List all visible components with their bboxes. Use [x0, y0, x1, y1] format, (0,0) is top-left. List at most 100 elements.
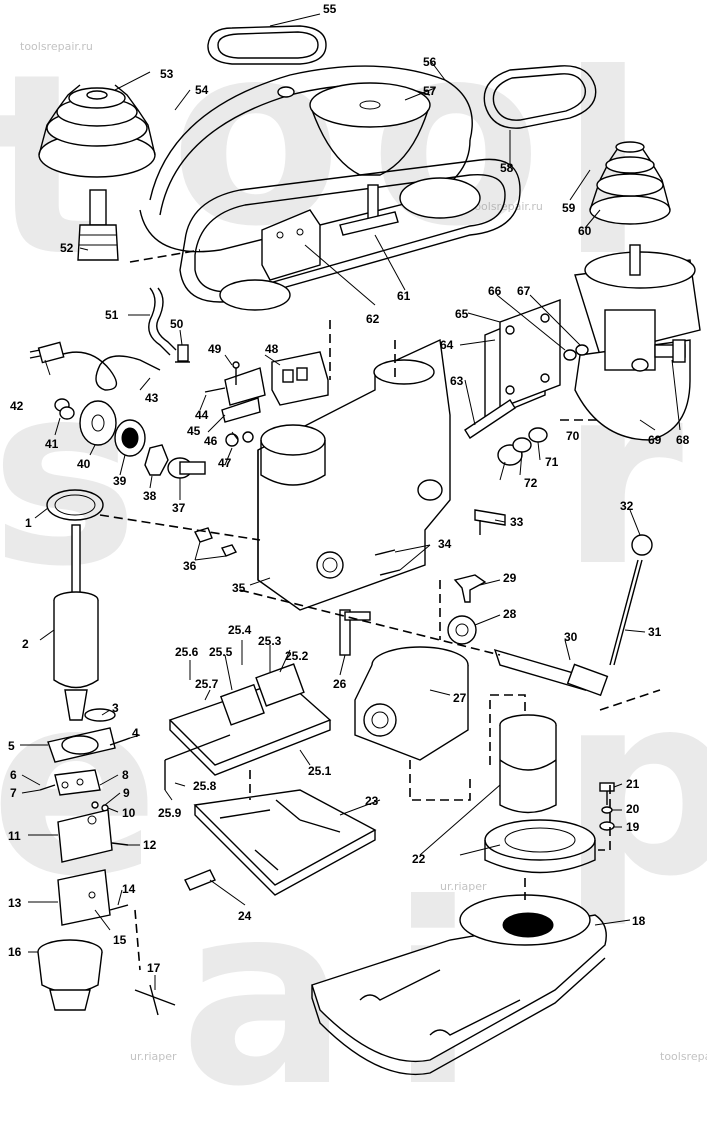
callout-42: 42 — [10, 399, 24, 413]
pins-34 — [374, 549, 401, 576]
belt-58 — [483, 65, 597, 129]
callout-48: 48 — [265, 342, 279, 356]
callout-57: 57 — [423, 84, 437, 98]
callout-62: 62 — [366, 312, 380, 326]
pulley-53 — [38, 84, 156, 178]
screw-12 — [111, 842, 129, 846]
bolt-33 — [474, 509, 506, 535]
callout-21: 21 — [626, 777, 640, 791]
chuck-key-17 — [134, 984, 176, 1016]
callout-25.3: 25.3 — [258, 634, 282, 648]
screws-47 — [225, 431, 254, 447]
callout-47: 47 — [218, 456, 232, 470]
bolt-21 — [599, 782, 615, 805]
exploded-view-drawing: 55 56 57 53 54 52 58 59 60 61 62 51 50 4… — [8, 2, 701, 1076]
callout-67: 67 — [517, 284, 531, 298]
callout-25.8: 25.8 — [193, 779, 217, 793]
motor-mount-plate-64 — [484, 298, 561, 422]
callout-25.5: 25.5 — [209, 645, 233, 659]
motor-support-61 — [339, 184, 399, 236]
callout-15: 15 — [113, 933, 127, 947]
gear-3 — [84, 708, 116, 722]
callout-26: 26 — [333, 677, 347, 691]
clamp-screw-24 — [184, 869, 216, 891]
callout-68: 68 — [676, 433, 690, 447]
callout-25.4: 25.4 — [228, 623, 252, 637]
callout-49: 49 — [208, 342, 222, 356]
callout-37: 37 — [172, 501, 186, 515]
ring-1 — [46, 489, 104, 521]
chuck-16 — [37, 939, 103, 1011]
chuck-guard-13 — [57, 869, 111, 926]
callout-58: 58 — [500, 161, 514, 175]
collar-28 — [447, 615, 477, 645]
collar-parts-6-10 — [39, 769, 109, 812]
callout-13: 13 — [8, 896, 22, 910]
callout-2: 2 — [22, 637, 29, 651]
switch-48 — [271, 351, 329, 406]
callout-38: 38 — [143, 489, 157, 503]
callout-29: 29 — [503, 571, 517, 585]
nuts-70-72 — [497, 427, 548, 466]
callout-6: 6 — [10, 768, 17, 782]
callout-61: 61 — [397, 289, 411, 303]
callout-25.7: 25.7 — [195, 677, 219, 691]
callout-54: 54 — [195, 83, 209, 97]
callout-31: 31 — [648, 625, 662, 639]
callout-72: 72 — [524, 476, 538, 490]
callout-50: 50 — [170, 317, 184, 331]
callout-65: 65 — [455, 307, 469, 321]
pulley-60 — [589, 141, 671, 225]
rod-31 — [609, 559, 643, 666]
callout-25.9: 25.9 — [158, 806, 182, 820]
leader-lines — [20, 13, 681, 990]
bolt-63 — [464, 399, 516, 439]
set-screws-36 — [194, 527, 238, 557]
callout-55: 55 — [323, 2, 337, 16]
callout-53: 53 — [160, 67, 174, 81]
ball-32 — [631, 534, 653, 556]
table-23 — [193, 789, 377, 896]
callout-71: 71 — [545, 455, 559, 469]
power-cord-51 — [148, 287, 177, 356]
strain-relief-50 — [175, 344, 190, 363]
callout-25.2: 25.2 — [285, 649, 309, 663]
table-bracket-27 — [354, 646, 469, 761]
callout-43: 43 — [145, 391, 159, 405]
callout-41: 41 — [45, 437, 59, 451]
callout-5: 5 — [8, 739, 15, 753]
screw-49 — [232, 361, 240, 385]
callout-40: 40 — [77, 457, 91, 471]
callout-45: 45 — [187, 424, 201, 438]
callout-18: 18 — [632, 914, 646, 928]
spindle-sleeve-52 — [77, 189, 119, 261]
callout-20: 20 — [626, 802, 640, 816]
callout-35: 35 — [232, 581, 246, 595]
callout-9: 9 — [123, 786, 130, 800]
callout-labels: 55 56 57 53 54 52 58 59 60 61 62 51 50 4… — [8, 2, 690, 975]
callout-24: 24 — [238, 909, 252, 923]
column-sleeve-22 — [484, 714, 596, 874]
callout-28: 28 — [503, 607, 517, 621]
callout-39: 39 — [113, 474, 127, 488]
pulley-57 — [309, 82, 431, 176]
callout-69: 69 — [648, 433, 662, 447]
callout-51: 51 — [105, 308, 119, 322]
crank-30 — [493, 648, 609, 697]
callout-22: 22 — [412, 852, 426, 866]
head-casting-35 — [257, 338, 451, 611]
callout-1: 1 — [25, 516, 32, 530]
callout-36: 36 — [183, 559, 197, 573]
callout-14: 14 — [122, 882, 136, 896]
base-18 — [311, 894, 607, 1076]
callout-25.1: 25.1 — [308, 764, 332, 778]
callout-44: 44 — [195, 408, 209, 422]
screw-4 — [109, 737, 131, 746]
vise-25 — [164, 663, 332, 790]
callout-60: 60 — [578, 224, 592, 238]
lock-lever-26 — [339, 609, 371, 656]
handle-29 — [453, 574, 487, 603]
callout-8: 8 — [122, 768, 129, 782]
callout-12: 12 — [143, 838, 157, 852]
